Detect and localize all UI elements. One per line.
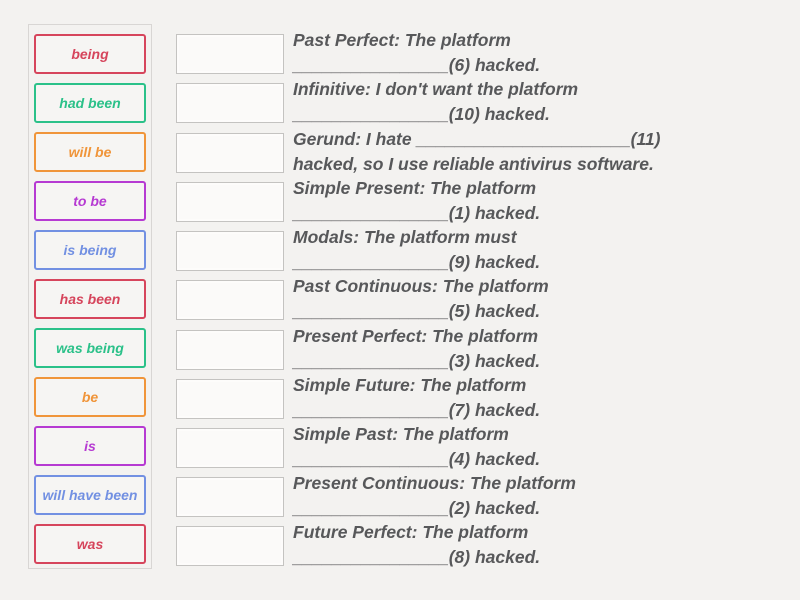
answer-slot-present-perfect[interactable] (176, 330, 284, 370)
question-line: ________________(6) hacked. (293, 54, 541, 75)
question-line: ________________(2) hacked. (293, 497, 541, 518)
question-text-infinitive: Infinitive: I don't want the platform ___… (293, 77, 773, 126)
word-tile-has-been[interactable]: has been (34, 279, 146, 319)
word-tile-will-have-been[interactable]: will have been (34, 475, 146, 515)
word-tile-label: had been (59, 95, 121, 111)
question-text-present-continuous: Present Continuous: The platform ________… (293, 471, 773, 520)
question-line: Past Continuous: The platform (293, 276, 549, 296)
question-line: ________________(9) hacked. (293, 251, 541, 272)
answer-slot-simple-present[interactable] (176, 182, 284, 222)
question-line: hacked, so I use reliable antivirus soft… (293, 153, 654, 174)
question-text-present-perfect: Present Perfect: The platform ___________… (293, 324, 773, 373)
word-tile-label: was (76, 536, 104, 552)
word-tile-is-being[interactable]: is being (34, 230, 146, 270)
question-line: Infinitive: I don't want the platform (293, 79, 579, 99)
question-line: Present Perfect: The platform (293, 326, 539, 346)
answer-slot-simple-future[interactable] (176, 379, 284, 419)
word-tile-had-been[interactable]: had been (34, 83, 146, 123)
answer-slot-gerund[interactable] (176, 133, 284, 173)
word-tile-label: is (84, 438, 96, 454)
word-tile-label: will have been (42, 487, 138, 503)
answer-slot-past-continuous[interactable] (176, 280, 284, 320)
answer-slot-modals[interactable] (176, 231, 284, 271)
question-text-simple-past: Simple Past: The platform _______________… (293, 422, 773, 471)
word-tile-to-be[interactable]: to be (34, 181, 146, 221)
word-tile-label: will be (68, 144, 112, 160)
answer-slot-present-continuous[interactable] (176, 477, 284, 517)
word-tile-label: to be (73, 193, 107, 209)
question-line: Simple Future: The platform (293, 375, 527, 395)
word-tile-label: be (81, 389, 99, 405)
question-line: Gerund: I hate ______________________(11… (293, 129, 661, 149)
word-tile-be[interactable]: be (34, 377, 146, 417)
question-text-future-perfect: Future Perfect: The platform ____________… (293, 520, 773, 569)
question-line: Present Continuous: The platform (293, 473, 576, 493)
question-line: ________________(1) hacked. (293, 202, 541, 223)
answer-slot-infinitive[interactable] (176, 83, 284, 123)
word-tile-will-be[interactable]: will be (34, 132, 146, 172)
question-text-past-perfect: Past Perfect: The platform ______________… (293, 28, 773, 77)
question-text-simple-future: Simple Future: The platform _____________… (293, 373, 773, 422)
question-line: ________________(10) hacked. (293, 103, 550, 124)
question-line: Simple Present: The platform (293, 178, 537, 198)
answer-slot-simple-past[interactable] (176, 428, 284, 468)
question-text-simple-present: Simple Present: The platform ____________… (293, 176, 773, 225)
question-text-modals: Modals: The platform must _______________… (293, 225, 773, 274)
word-tile-label: being (71, 46, 109, 62)
word-tile-is[interactable]: is (34, 426, 146, 466)
question-line: ________________(7) hacked. (293, 399, 541, 420)
word-tile-was[interactable]: was (34, 524, 146, 564)
question-line: Modals: The platform must (293, 227, 517, 247)
word-tile-label: is being (63, 242, 117, 258)
word-tile-label: has been (59, 291, 121, 307)
word-tile-label: was being (56, 340, 124, 356)
question-line: ________________(8) hacked. (293, 546, 541, 567)
answer-slot-future-perfect[interactable] (176, 526, 284, 566)
word-bank: being had been will be to be is being ha… (28, 24, 152, 569)
question-line: ________________(4) hacked. (293, 448, 541, 469)
question-line: ________________(5) hacked. (293, 300, 541, 321)
answer-slot-past-perfect[interactable] (176, 34, 284, 74)
question-line: Past Perfect: The platform (293, 30, 511, 50)
question-text-past-continuous: Past Continuous: The platform ___________… (293, 274, 773, 323)
question-line: Future Perfect: The platform (293, 522, 529, 542)
word-tile-being[interactable]: being (34, 34, 146, 74)
question-text-gerund: Gerund: I hate ______________________(11… (293, 127, 773, 176)
word-tile-was-being[interactable]: was being (34, 328, 146, 368)
question-line: Simple Past: The platform (293, 424, 509, 444)
question-line: ________________(3) hacked. (293, 350, 541, 371)
